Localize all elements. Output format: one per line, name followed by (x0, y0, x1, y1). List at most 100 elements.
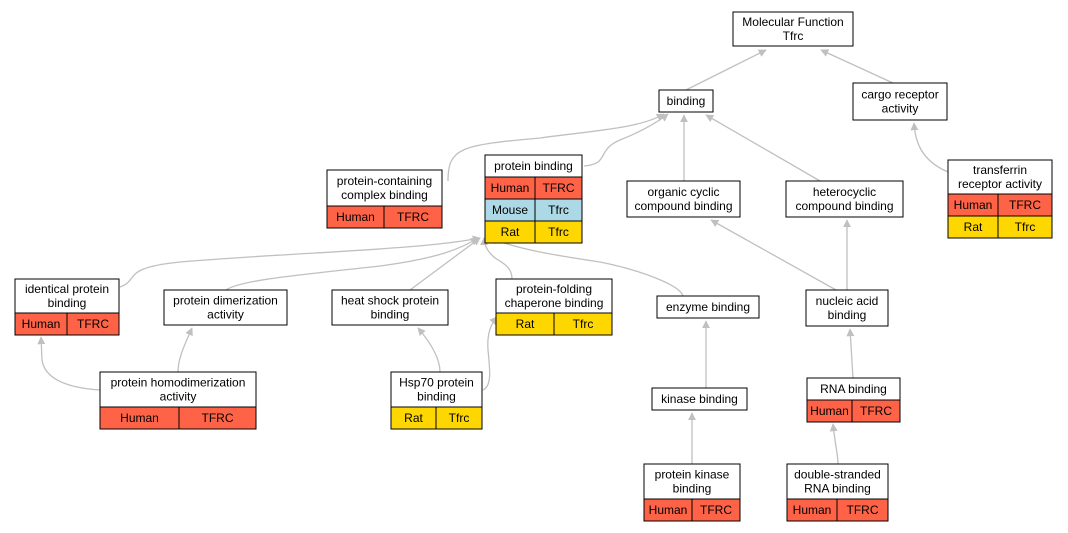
node-binding[interactable]: binding (658, 89, 714, 113)
gene-cell (178, 406, 257, 430)
node-box (331, 289, 449, 326)
node-box (658, 89, 714, 113)
edge-transferrin-receptor-activity-to-cargo-receptor-activity (910, 122, 949, 173)
node-box (656, 295, 760, 319)
edge-protein-containing-complex-binding-to-binding (447, 113, 665, 182)
species-label: Human (954, 198, 993, 212)
edge-cargo-receptor-activity-to-molecular-function (820, 49, 894, 84)
node-box (626, 180, 741, 218)
node-label: binding (48, 296, 87, 310)
edge-hsp70-protein-binding-to-heat-shock-protein-binding (417, 327, 441, 373)
node-box (163, 289, 288, 326)
species-label: Human (120, 411, 159, 425)
node-label: organic cyclic (647, 185, 719, 199)
gene-cell (534, 220, 583, 244)
edges-layer (37, 49, 949, 465)
gene-label: TFRC (77, 317, 109, 331)
edge-enzyme-binding-to-protein-binding (489, 236, 684, 297)
node-label: RNA binding (820, 382, 887, 396)
gene-cell (553, 312, 613, 336)
node-label: heterocyclic (813, 185, 876, 199)
node-label: binding (828, 308, 867, 322)
node-label: activity (160, 390, 197, 404)
gene-label: TFRC (860, 404, 892, 418)
node-label: compound binding (634, 199, 732, 213)
edge-heat-shock-protein-binding-to-protein-binding (409, 237, 481, 291)
edge-protein-homodimerization-activity-to-protein-dimerization-activity (177, 327, 193, 373)
node-box (805, 289, 889, 327)
node-enzyme-binding[interactable]: enzyme binding (656, 295, 760, 319)
species-label: Human (22, 317, 61, 331)
species-label: Human (491, 181, 530, 195)
node-label: protein homodimerization (111, 376, 246, 390)
node-label: protein-folding (516, 282, 592, 296)
node-label: RNA binding (804, 482, 871, 496)
node-label: activity (882, 102, 919, 116)
node-label: protein-containing (337, 174, 432, 188)
node-box (785, 180, 904, 218)
node-label: protein binding (494, 159, 573, 173)
gene-label: Tfrc (573, 317, 594, 331)
gene-cell (851, 399, 901, 423)
gene-label: TFRC (397, 210, 429, 224)
node-label: kinase binding (661, 392, 738, 406)
node-label: protein dimerization (173, 294, 278, 308)
edge-protein-binding-to-binding (583, 113, 669, 167)
node-label: heat shock protein (341, 294, 439, 308)
gene-label: Tfrc (548, 203, 569, 217)
node-label: binding (417, 390, 456, 404)
gene-label: Tfrc (1015, 220, 1036, 234)
gene-cell (383, 205, 443, 229)
species-label: Rat (516, 317, 535, 331)
species-label: Rat (501, 225, 520, 239)
gene-label: TFRC (700, 503, 732, 517)
node-label: Tfrc (783, 29, 804, 43)
edge-protein-homodimerization-activity-to-identical-protein-binding (37, 336, 101, 391)
node-label: double-stranded (794, 468, 881, 482)
node-box (732, 11, 854, 47)
species-label: Human (810, 404, 849, 418)
node-kinase-binding[interactable]: kinase binding (651, 387, 748, 411)
node-label: binding (667, 94, 706, 108)
edge-protein-folding-chaperone-binding-to-protein-binding (480, 237, 513, 280)
gene-label: TFRC (543, 181, 575, 195)
node-label: protein kinase (655, 468, 730, 482)
species-label: Mouse (492, 203, 528, 217)
node-box (651, 387, 748, 411)
gene-cell (997, 215, 1053, 239)
node-label: identical protein (25, 282, 109, 296)
node-box (852, 82, 948, 121)
gene-label: Tfrc (548, 225, 569, 239)
edge-heterocyclic-compound-binding-to-binding (705, 114, 821, 182)
edge-protein-dimerization-activity-to-protein-binding (225, 237, 479, 291)
node-label: binding (371, 308, 410, 322)
node-label: Molecular Function (742, 15, 843, 29)
node-label: cargo receptor (861, 88, 938, 102)
species-label: Human (793, 503, 832, 517)
edge-binding-to-molecular-function (685, 49, 767, 91)
species-label: Human (336, 210, 375, 224)
gene-label: TFRC (847, 503, 879, 517)
edge-hsp70-protein-binding-to-protein-folding-chaperone-binding (482, 316, 498, 391)
edge-nucleic-acid-binding-to-organic-cyclic-compound-binding (710, 219, 837, 291)
gene-label: TFRC (202, 411, 234, 425)
